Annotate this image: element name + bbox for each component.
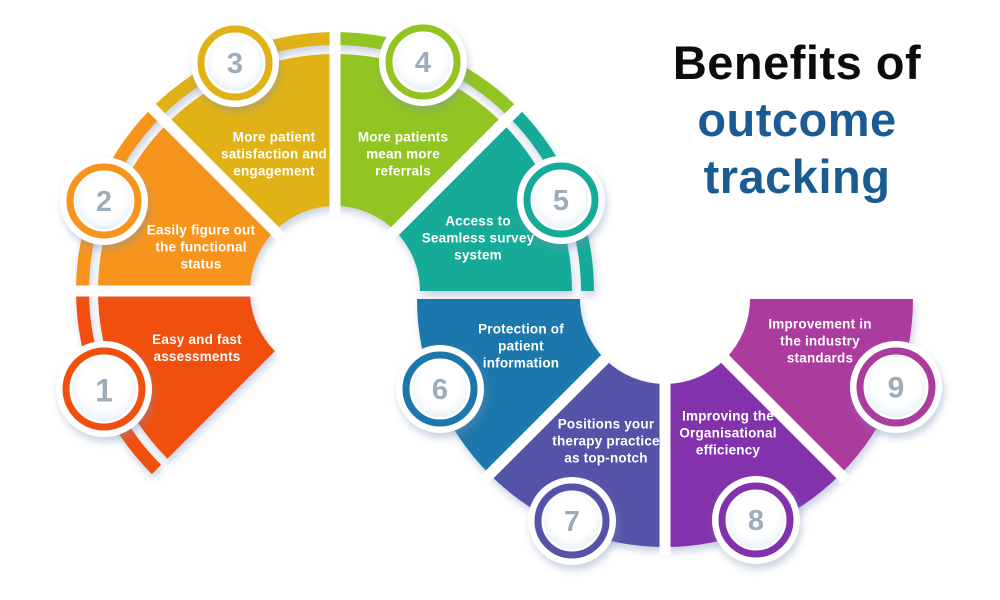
- segment-1-number: 1: [95, 372, 113, 408]
- badge-inner-disc: [207, 35, 263, 91]
- segment-9-body: [725, 299, 913, 475]
- title-accent-line2: tracking: [703, 150, 891, 203]
- badge-color-ring: [62, 347, 146, 431]
- segment-6-badge: 6: [396, 345, 484, 433]
- segment-4-badge: 4: [379, 18, 467, 106]
- segment-6-body: [417, 299, 605, 475]
- segment-8-badge: 8: [712, 476, 800, 564]
- badge-inner-disc: [412, 361, 468, 417]
- badge-color-ring: [197, 25, 273, 101]
- title-prefix: Benefits of: [672, 36, 922, 89]
- badge-color-ring: [534, 483, 610, 559]
- segment-divider: [141, 97, 286, 242]
- title-accent-line1: outcome: [697, 93, 897, 146]
- badge-inner-disc: [728, 492, 784, 548]
- segment-5-badge: 5: [517, 156, 605, 244]
- segment-5-number: 5: [553, 185, 569, 217]
- segment-9-number: 9: [888, 372, 905, 405]
- badge-inner-disc: [76, 173, 132, 229]
- segment-4-number: 4: [415, 47, 431, 79]
- badge-color-ring: [402, 351, 478, 427]
- badge-color-ring: [385, 24, 461, 100]
- segment-4-body: [335, 53, 503, 231]
- badge-color-ring: [718, 482, 794, 558]
- segment-2-badge: 2: [60, 157, 148, 245]
- badge-color-ring: [856, 347, 936, 427]
- segment-divider: [480, 348, 616, 484]
- segment-6-wedge: [417, 299, 605, 475]
- badge-color-ring: [523, 162, 599, 238]
- segment-2-number: 2: [96, 186, 112, 218]
- segment-divider: [714, 348, 850, 484]
- badge-inner-disc: [395, 34, 451, 90]
- segment-3-badge: 3: [191, 19, 279, 107]
- page-title: Benefits of outcome tracking: [612, 34, 982, 205]
- segment-9-wedge: [725, 299, 913, 475]
- segment-8-wedge: [665, 359, 841, 547]
- segment-7-badge: 7: [528, 477, 616, 565]
- segment-5-body: [395, 123, 572, 292]
- segment-divider: [384, 97, 529, 242]
- badge-inner-disc: [866, 357, 926, 417]
- segment-6-number: 6: [432, 374, 448, 406]
- segment-7-number: 7: [564, 506, 580, 538]
- segment-8-body: [665, 359, 841, 547]
- badge-inner-disc: [72, 357, 136, 421]
- badge-inner-disc: [533, 172, 589, 228]
- badge-color-ring: [66, 163, 142, 239]
- segment-9-badge: 9: [850, 341, 942, 433]
- segment-1-badge: 1: [56, 341, 152, 437]
- segment-2-body: [97, 123, 275, 292]
- segment-8-number: 8: [748, 505, 764, 537]
- badge-inner-disc: [544, 493, 600, 549]
- segment-3-number: 3: [227, 48, 243, 80]
